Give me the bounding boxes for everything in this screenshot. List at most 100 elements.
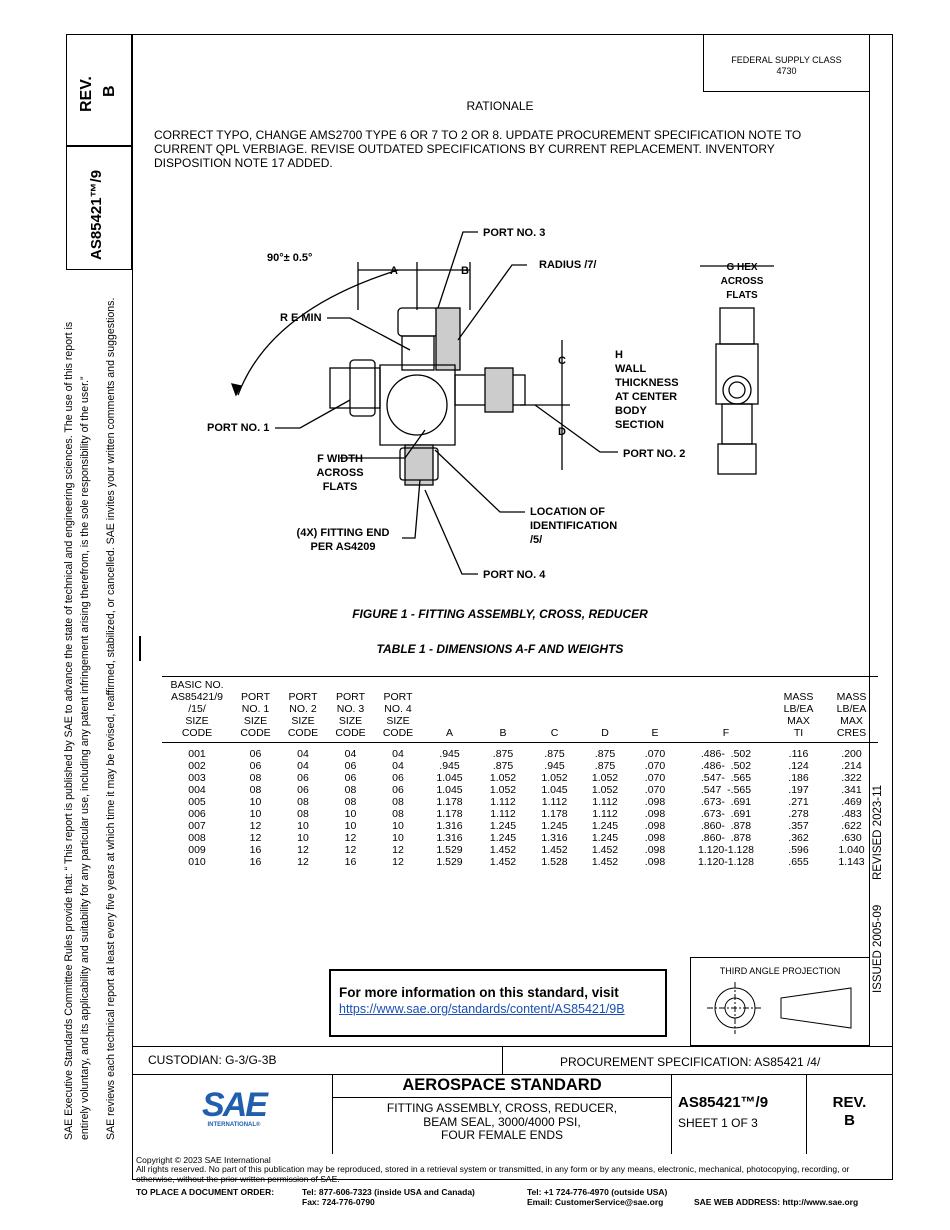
table-cell: 10 <box>392 832 404 844</box>
label-dim-d: D <box>558 426 566 438</box>
table-header-cell: D <box>580 676 630 743</box>
table-cell: 04 <box>392 748 404 760</box>
table-cell: 06 <box>297 784 309 796</box>
table-cell: .875 <box>492 760 514 772</box>
info-text: For more information on this standard, v… <box>339 985 619 1000</box>
table-cell: .098 <box>644 808 666 820</box>
table-cell: 1.052 <box>541 772 568 784</box>
sidebar-rev-box <box>66 34 132 146</box>
label-port-1: PORT NO. 1 <box>207 422 270 434</box>
fsc-label: FEDERAL SUPPLY CLASS <box>731 55 842 65</box>
table-caption: TABLE 1 - DIMENSIONS A-F AND WEIGHTS <box>376 642 624 656</box>
table-cell: 1.040 <box>838 844 865 856</box>
table-cell: 10 <box>297 832 309 844</box>
table-cell: 06 <box>297 772 309 784</box>
table-cell: 1.052 <box>489 772 517 784</box>
sidebar-rev-label: REV. <box>78 76 95 112</box>
table-cell: .070 <box>644 760 666 772</box>
table-cell: 12 <box>344 832 357 844</box>
table-cell: 10 <box>249 796 262 808</box>
table-cell: 1.052 <box>591 772 619 784</box>
table-cell: 08 <box>249 772 262 784</box>
label-f-width: F WIDTH ACROSS FLATS <box>316 453 364 493</box>
sidebar-rev-value: B <box>101 85 118 97</box>
table-cell: 1.112 <box>592 808 618 820</box>
table-cell: 06 <box>344 772 357 784</box>
table-cell: 10 <box>297 820 309 832</box>
rev-divider <box>806 1074 807 1154</box>
table-cell: .875 <box>492 748 514 760</box>
table-cell: .070 <box>644 772 666 784</box>
table-header-cell: C <box>529 676 580 743</box>
table-cell: 001 <box>188 748 206 760</box>
fitting-drawing <box>230 231 774 575</box>
sae-logo-text: SAE <box>202 1086 268 1124</box>
table-cell: 1.452 <box>489 844 517 856</box>
table-cell: .875 <box>594 760 616 772</box>
table-header-cell: PORT NO. 4 SIZE CODE <box>374 676 422 743</box>
table-cell: .547 -.565 <box>700 784 752 796</box>
sheet-number: SHEET 1 OF 3 <box>678 1116 758 1130</box>
label-fitting-end: (4X) FITTING END PER AS4209 <box>296 527 390 553</box>
projection-symbol <box>707 982 852 1034</box>
table-cell: 12 <box>392 844 404 856</box>
table-header-cell: MASS LB/EA MAX CRES <box>825 676 878 743</box>
copyright: Copyright © 2023 SAE International <box>136 1155 271 1165</box>
table-cell: 1.528 <box>541 856 568 868</box>
federal-supply-class-box: FEDERAL SUPPLY CLASS 4730 <box>703 34 870 92</box>
table-cell: .875 <box>544 748 565 760</box>
disclaimer-line-1: SAE Executive Standards Committee Rules … <box>63 321 75 1140</box>
table-cell: .945 <box>439 748 460 760</box>
title-block-top-line <box>132 1046 893 1047</box>
table-cell: .200 <box>841 748 862 760</box>
table-cell: 10 <box>392 820 404 832</box>
table-cell: 1.452 <box>489 856 517 868</box>
table-cell: .070 <box>644 748 666 760</box>
info-link[interactable]: https://www.sae.org/standards/content/AS… <box>339 1002 625 1016</box>
table-header-cell: PORT NO. 2 SIZE CODE <box>279 676 327 743</box>
table-cell: 008 <box>188 832 206 844</box>
table-cell: .362 <box>788 832 809 844</box>
tel-us: Tel: 877-606-7323 (inside USA and Canada… <box>302 1187 475 1197</box>
table-cell: 08 <box>297 808 309 820</box>
title-block-mid-line <box>132 1074 893 1075</box>
tel-outside: Tel: +1 724-776-4970 (outside USA) <box>527 1187 668 1197</box>
label-h-wall: H WALL THICKNESS AT CENTER BODY SECTION <box>615 349 679 431</box>
procurement-spec: PROCUREMENT SPECIFICATION: AS85421 /4/ <box>560 1055 821 1069</box>
table-header-cell: PORT NO. 3 SIZE CODE <box>327 676 374 743</box>
label-location: LOCATION OF IDENTIFICATION /5/ <box>530 506 618 546</box>
table-cell: 12 <box>297 856 309 868</box>
label-re-min: R E MIN <box>280 312 322 324</box>
table-cell: .271 <box>788 796 809 808</box>
table-cell: .357 <box>788 820 809 832</box>
table-cell: 08 <box>297 796 309 808</box>
table-cell: .486- .502 <box>700 760 752 772</box>
right-strip-divider <box>869 34 870 1046</box>
docnum-divider <box>671 1074 672 1154</box>
table-header-row: BASIC NO. AS85421/9 /15/ SIZE CODE PORT N… <box>162 676 878 743</box>
table-cell: 08 <box>392 808 404 820</box>
table-cell: .673- .691 <box>700 796 752 808</box>
table-cell: 1.529 <box>436 856 463 868</box>
table-cell: .098 <box>644 856 666 868</box>
revision-bar <box>139 636 141 661</box>
table-cell: 08 <box>392 796 404 808</box>
table-cell: 1.112 <box>592 796 618 808</box>
custodian: CUSTODIAN: G-3/G-3B <box>148 1053 277 1067</box>
table-cell: 1.112 <box>490 796 516 808</box>
table-cell: 1.120-1.128 <box>697 856 755 868</box>
info-box: For more information on this standard, v… <box>329 969 667 1037</box>
table-cell: 08 <box>249 784 262 796</box>
table-header-cell: BASIC NO. AS85421/9 /15/ SIZE CODE <box>162 676 232 743</box>
rights-notice: All rights reserved. No part of this pub… <box>136 1164 850 1184</box>
table-cell: 1.452 <box>591 844 619 856</box>
table-cell: .116 <box>788 748 809 760</box>
table-cell: .469 <box>841 796 862 808</box>
sae-logo: SAE INTERNATIONAL® <box>196 1088 272 1128</box>
table-cell: 06 <box>392 772 404 784</box>
